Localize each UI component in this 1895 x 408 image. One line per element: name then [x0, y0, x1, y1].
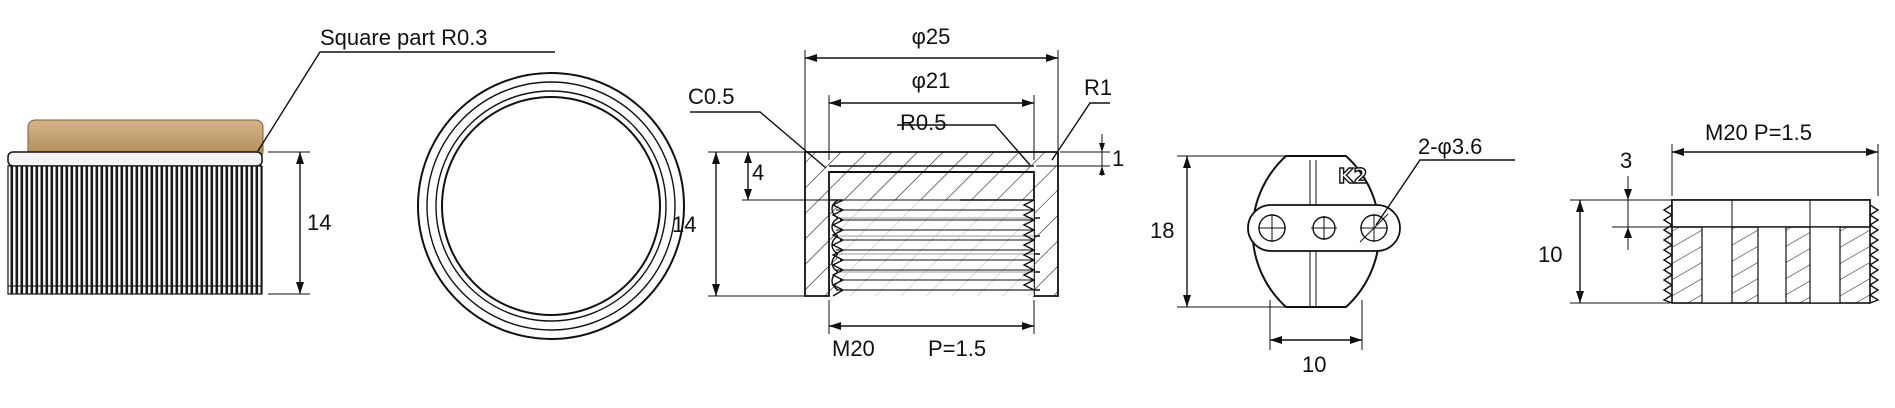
wrench-width-label: 10 — [1302, 352, 1326, 377]
square-part-leader — [257, 51, 555, 152]
plug-height-label: 10 — [1538, 242, 1562, 267]
cap-height-label: 14 — [307, 210, 331, 235]
plug-thread-label: M20 P=1.5 — [1705, 120, 1812, 145]
chamfer-label: C0.5 — [688, 84, 734, 109]
outer-dia-label: φ25 — [912, 24, 951, 49]
bore-depth-label: 4 — [752, 160, 764, 185]
knurled-body — [7, 165, 263, 295]
section-height-label: 14 — [672, 212, 696, 237]
internal-thread — [829, 199, 1040, 297]
cap-section-view: φ25 φ21 C0.5 R1 R0.5 1 4 — [672, 24, 1124, 361]
inner-dia-label: φ21 — [912, 68, 951, 93]
fillet-outer-label: R1 — [1084, 75, 1112, 100]
thread-pitch-label: P=1.5 — [928, 336, 986, 361]
fillet-inner-label: R0.5 — [900, 110, 946, 135]
holes-label: 2-φ3.6 — [1418, 134, 1482, 159]
wrench-view: K2 2-φ3.6 18 10 — [1150, 134, 1515, 377]
square-part-note: Square part R0.3 — [320, 25, 488, 50]
thread-size-label: M20 — [832, 336, 875, 361]
wrench-height-label: 18 — [1150, 218, 1174, 243]
cap-side-view: Square part R0.3 14 — [7, 25, 555, 295]
logo-mark: K2 — [1338, 164, 1367, 188]
wrench-outline — [1251, 155, 1381, 308]
plug-step-label: 3 — [1620, 148, 1632, 173]
depth-top-label: 1 — [1112, 146, 1124, 171]
cap-top-view — [417, 72, 685, 340]
plug-view: M20 P=1.5 3 10 — [1538, 120, 1880, 304]
cap-rim — [7, 151, 263, 167]
